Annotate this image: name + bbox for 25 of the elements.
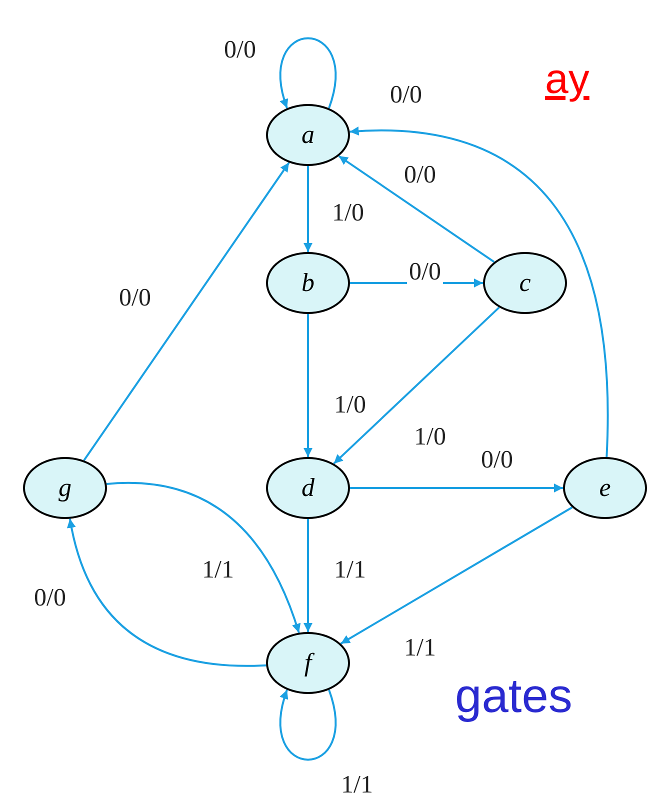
state-name: c	[519, 270, 531, 296]
transition-arrow	[280, 37, 336, 108]
transition-arrow	[304, 314, 312, 457]
transition-arrow	[350, 127, 609, 458]
edge-label: 0/0	[407, 260, 443, 284]
state-circle	[483, 252, 567, 314]
transition-arrow	[106, 482, 300, 634]
transition-arrow	[280, 690, 336, 761]
heading-fragment: ay	[545, 58, 590, 100]
transition-arrow	[304, 519, 312, 632]
state-name: b	[302, 270, 314, 296]
transition-arrow	[304, 166, 312, 252]
transition-arrow	[338, 155, 495, 263]
transition-arrow	[83, 162, 290, 461]
text-fragment: gates	[455, 673, 572, 721]
state-name: f	[304, 650, 312, 676]
state-name: e	[599, 475, 611, 501]
state-name: g	[58, 475, 72, 501]
transition-arrow	[333, 306, 500, 464]
state-circle	[266, 104, 350, 166]
transition-arrow	[350, 484, 563, 492]
transition-arrow	[67, 518, 266, 667]
state-name: d	[302, 475, 314, 501]
transition-arrow	[340, 506, 573, 645]
state-name: a	[302, 122, 314, 148]
